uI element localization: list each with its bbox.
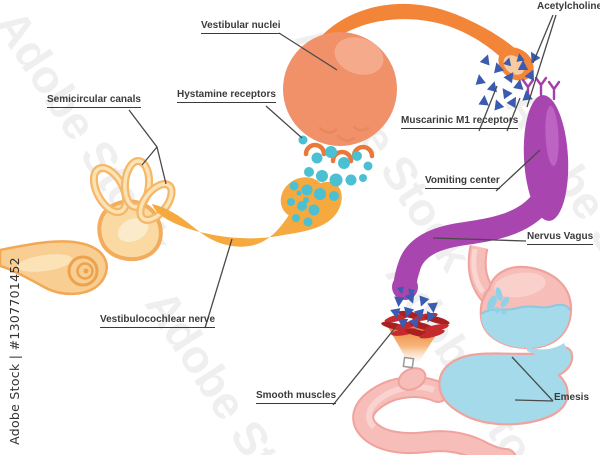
esophagus-highlight: [471, 248, 486, 294]
histamine-dot: [292, 214, 300, 222]
canal-ring-inner: [123, 159, 151, 209]
vestibule-highlight: [117, 217, 149, 243]
leader-semicircular-canals: [128, 109, 167, 185]
cochlea-spiral-center: [83, 268, 89, 274]
nuclei-texture: [318, 125, 370, 142]
splash-drop: [487, 295, 497, 311]
histamine-dot: [308, 204, 320, 216]
nerve-swoosh: [152, 181, 342, 247]
axon-arc: [318, 3, 527, 74]
fundus-highlight: [494, 272, 546, 298]
pyloric-knob: [397, 367, 427, 391]
histamine-dot: [311, 152, 323, 164]
histamine-dot: [289, 181, 299, 191]
histamine-dot: [329, 173, 343, 187]
histamine-dot: [359, 174, 367, 182]
label-smooth-muscles: Smooth muscles: [256, 390, 337, 404]
histamine-dot: [316, 170, 328, 182]
receptor-arc: [330, 149, 354, 164]
histamine-molecules: [287, 135, 373, 227]
ach-triangle: [479, 52, 493, 66]
label-hystamine-receptors: Hystamine receptors: [177, 89, 276, 103]
label-nervus-vagus: Nervus Vagus: [527, 231, 594, 245]
ach-triangle: [393, 296, 405, 308]
leader-hystamine-receptors: [265, 105, 303, 139]
label-emesis: Emesis: [554, 392, 590, 403]
inner-ear: [0, 157, 176, 296]
fundus-liquid: [481, 304, 570, 348]
antrum-liquid: [438, 346, 574, 426]
histamine-dot: [304, 167, 314, 177]
ach-triangle: [478, 94, 490, 106]
histamine-dot: [338, 157, 350, 169]
histamine-dot: [297, 201, 307, 211]
leader-vestibulocochlear-nerve: [204, 238, 233, 329]
leader-lines: [128, 14, 557, 406]
label-vomiting-center: Vomiting center: [425, 175, 500, 189]
vomiting-center-highlight: [545, 106, 559, 166]
muscle-fiber: [423, 323, 449, 333]
ach-triangle: [486, 79, 500, 93]
leader-nervus-vagus: [432, 237, 527, 242]
ach-triangle: [498, 85, 513, 100]
histamine-dot: [303, 217, 313, 227]
label-semicircular-canals: Semicircular canals: [47, 94, 141, 108]
leader-vestibular-nuclei: [278, 32, 338, 71]
liquid-splash: [487, 287, 510, 315]
sphincter-marker: [402, 356, 415, 369]
splash-drop: [494, 307, 500, 313]
histamine-dot: [363, 161, 373, 171]
histamine-dot: [301, 184, 313, 196]
label-acetylcholine: Acetylcholine: [537, 1, 600, 12]
histamine-dot: [296, 190, 302, 196]
muscle-fiber: [419, 329, 445, 339]
muscarinic-receptor-ys: [521, 76, 561, 101]
receptor-arc: [303, 142, 327, 157]
stock-watermark-id: Adobe Stock | #1307701452: [7, 257, 22, 445]
label-vestibular-nuclei: Vestibular nuclei: [201, 20, 281, 34]
histamine-dot: [345, 174, 357, 186]
leader-emesis: [511, 356, 554, 402]
leader-vomiting-center: [495, 149, 541, 192]
histamine-dot: [352, 151, 362, 161]
vestibular-nuclei-shape: [283, 3, 534, 164]
stomach: [352, 245, 574, 455]
ach-triangle: [473, 73, 486, 85]
splash-drop: [495, 287, 503, 301]
cochlea-spiral-inner: [76, 262, 94, 280]
ach-triangle: [427, 302, 439, 314]
nuclei-highlight: [334, 37, 384, 75]
label-muscarinic-m1-receptors: Muscarinic M1 receptors: [401, 115, 519, 129]
splash-drop: [501, 309, 507, 315]
leader-acetylcholine: [526, 14, 557, 108]
histamine-dot: [325, 146, 337, 158]
histamine-dot: [329, 191, 339, 201]
leader-muscarinic-m1: [478, 85, 521, 132]
histamine-dot: [314, 188, 326, 200]
waist-liquid: [527, 343, 569, 358]
ach-triangle: [491, 97, 505, 111]
label-vestibulocochlear-nerve: Vestibulocochlear nerve: [100, 314, 216, 328]
histamine-dot: [303, 197, 309, 203]
histamine-dot: [287, 198, 295, 206]
leader-smooth-muscles: [332, 327, 396, 406]
cochlea-tube-highlight: [17, 254, 73, 272]
semicircular-canals-shape: [89, 157, 176, 224]
splash-drop: [500, 296, 510, 308]
ach-triangle: [416, 295, 430, 309]
